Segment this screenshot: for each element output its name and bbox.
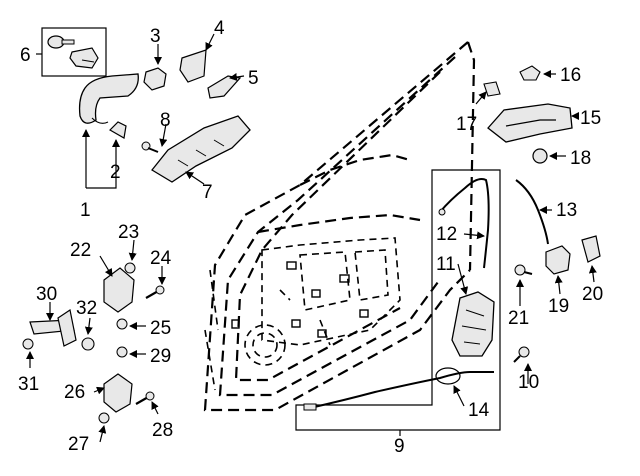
callout-16: 16 <box>560 65 581 86</box>
part-26-lower-hinge <box>103 373 133 413</box>
callout-17: 17 <box>456 114 477 135</box>
callout-4: 4 <box>214 18 225 39</box>
callout-22: 22 <box>70 240 91 261</box>
callout-31: 31 <box>18 374 39 395</box>
part-20-pad <box>581 235 601 263</box>
callout-15: 15 <box>580 108 601 129</box>
callout-18: 18 <box>570 148 591 169</box>
part-23-bolt <box>124 262 136 274</box>
callout-23: 23 <box>118 222 139 243</box>
callout-labels: 1 2 3 4 5 6 7 8 9 10 11 12 13 14 15 16 1… <box>18 18 603 457</box>
callout-1: 1 <box>80 200 91 221</box>
part-4-cover <box>179 49 207 83</box>
part-8-screw <box>141 141 159 153</box>
part-17-clip <box>483 81 501 97</box>
callout-26: 26 <box>64 382 85 403</box>
callout-28: 28 <box>152 420 173 441</box>
part-19-bracket <box>545 245 571 275</box>
door-shell <box>203 41 476 412</box>
callout-14: 14 <box>468 400 490 421</box>
callout-32: 32 <box>76 298 97 319</box>
part-30-check-strap <box>29 309 77 347</box>
part-10-screw <box>513 346 530 363</box>
part-1-outer-handle <box>78 73 139 124</box>
callout-7: 7 <box>202 182 213 203</box>
callout-29: 29 <box>150 346 171 367</box>
part-29-bolt <box>116 346 128 358</box>
part-27-bolt <box>98 412 110 424</box>
callout-30: 30 <box>36 284 57 305</box>
part-18-plug <box>532 148 548 164</box>
part-11-latch <box>451 291 495 357</box>
callout-2: 2 <box>110 162 121 183</box>
part-31-bolt <box>22 338 34 350</box>
callout-13: 13 <box>556 200 577 221</box>
callout-21: 21 <box>508 308 529 329</box>
part-3-cap <box>143 67 167 91</box>
part-9-box <box>295 169 501 431</box>
callout-8: 8 <box>160 110 171 131</box>
callout-5: 5 <box>248 68 259 89</box>
part-22-upper-hinge <box>103 267 135 313</box>
part-5-cover <box>207 75 242 99</box>
part-21-screw <box>514 264 533 276</box>
part-15-inner-handle <box>487 103 573 143</box>
callout-9: 9 <box>394 436 405 457</box>
callout-11: 11 <box>436 254 456 275</box>
callout-6: 6 <box>20 45 31 66</box>
part-24-bolt <box>145 285 165 299</box>
callout-19: 19 <box>548 296 569 317</box>
leader-lines <box>26 33 597 443</box>
part-16-clip <box>519 65 541 81</box>
callout-24: 24 <box>150 248 172 269</box>
door-inner-panel <box>204 237 401 391</box>
part-13-rod <box>515 179 549 245</box>
callout-27: 27 <box>68 434 89 455</box>
callout-20: 20 <box>582 284 603 305</box>
callout-3: 3 <box>150 26 161 47</box>
part-14-cable <box>303 367 494 411</box>
callout-12: 12 <box>436 224 457 245</box>
part-25-bolt <box>116 318 128 330</box>
part-6-box <box>41 27 107 77</box>
callout-25: 25 <box>150 318 171 339</box>
door-mount-holes <box>231 261 369 338</box>
part-28-bolt <box>135 391 155 405</box>
part-7-bracket <box>151 115 251 183</box>
part-12-rod <box>438 178 490 269</box>
part-32-nut <box>81 337 95 351</box>
callout-10: 10 <box>518 372 539 393</box>
part-2-bezel <box>109 121 127 139</box>
